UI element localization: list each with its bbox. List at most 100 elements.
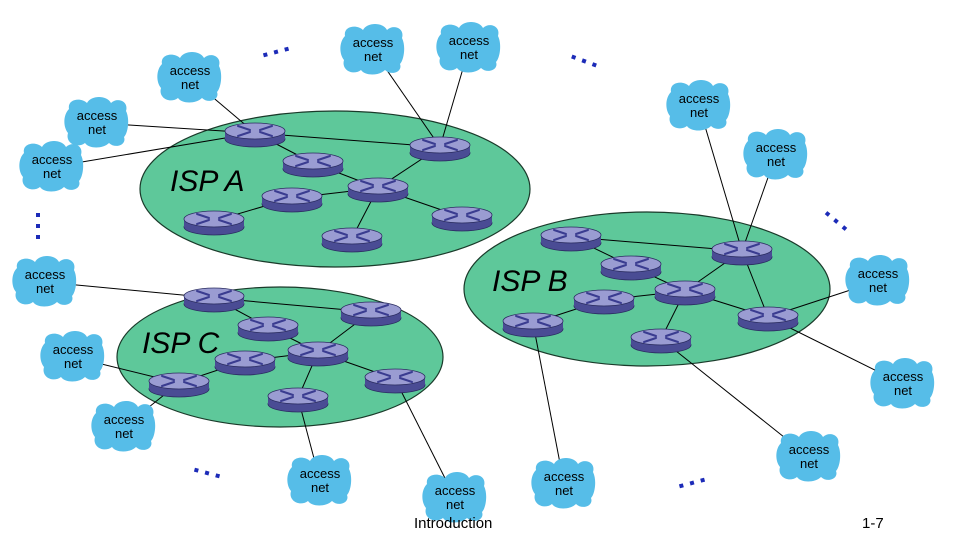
access-net-label-line1: access	[544, 469, 585, 484]
router-icon	[148, 372, 210, 398]
access-net-label-line2: net	[555, 483, 573, 498]
access-net-label-line2: net	[88, 122, 106, 137]
footer-page-number: 1-7	[862, 515, 884, 532]
access-net-label-line2: net	[894, 383, 912, 398]
access-net-label-line2: net	[36, 281, 54, 296]
access-net-label-line1: access	[170, 63, 211, 78]
access-net-label-line1: access	[679, 91, 720, 106]
ellipsis-indicator	[824, 211, 848, 231]
access-net-label-line2: net	[364, 49, 382, 64]
access-net-label-line1: access	[789, 442, 830, 457]
access-net-label-line2: net	[460, 47, 478, 62]
router-icon	[540, 226, 602, 252]
network-link	[51, 132, 256, 168]
ellipsis-indicator	[678, 477, 706, 489]
router-icon	[340, 301, 402, 327]
access-net-label-line2: net	[115, 426, 133, 441]
router-icon	[347, 177, 409, 203]
router-icon	[282, 152, 344, 178]
network-link	[698, 105, 743, 252]
access-net-cloud-icon	[40, 331, 105, 382]
access-net-label-line2: net	[767, 154, 785, 169]
access-net-label-line2: net	[446, 497, 464, 512]
access-net-label-line2: net	[311, 480, 329, 495]
access-net-label-line1: access	[77, 108, 118, 123]
access-net-cloud-icon	[91, 401, 156, 452]
access-net-cloud-icon	[666, 80, 731, 131]
router-icon	[737, 306, 799, 332]
isp-c-label: ISP C	[142, 327, 220, 360]
access-net-label-line2: net	[690, 105, 708, 120]
access-net-label-line1: access	[300, 466, 341, 481]
isp-a-label: ISP A	[170, 165, 244, 198]
access-net-label-line2: net	[800, 456, 818, 471]
router-icon	[237, 316, 299, 342]
isp-b-label: ISP B	[492, 265, 568, 298]
router-icon	[654, 280, 716, 306]
access-net-cloud-icon	[870, 358, 935, 409]
access-net-label-line1: access	[435, 483, 476, 498]
router-icon	[183, 287, 245, 313]
access-net-label-line2: net	[181, 77, 199, 92]
ellipsis-dots	[36, 46, 848, 489]
access-net-label-line1: access	[53, 342, 94, 357]
router-icon	[267, 387, 329, 413]
router-icon	[409, 136, 471, 162]
ellipsis-indicator	[571, 54, 597, 68]
access-net-cloud-icon	[845, 255, 910, 306]
access-net-cloud-icon	[340, 24, 405, 75]
router-icon	[711, 240, 773, 266]
access-net-label-line2: net	[869, 280, 887, 295]
access-net-cloud-icon	[157, 52, 222, 103]
footer-title: Introduction	[414, 515, 493, 532]
ellipsis-indicator	[36, 213, 40, 239]
router-icon	[431, 206, 493, 232]
access-net-cloud-icon	[436, 22, 501, 73]
access-net-label-line2: net	[43, 166, 61, 181]
router-icon	[261, 187, 323, 213]
router-icon	[183, 210, 245, 236]
isp-labels: ISP A ISP B ISP C	[142, 165, 568, 360]
router-icon	[630, 328, 692, 354]
access-networks: accessnetaccessnetaccessnetaccessnetacce…	[12, 22, 935, 523]
access-net-cloud-icon	[12, 256, 77, 307]
access-net-label-line1: access	[25, 267, 66, 282]
access-net-cloud-icon	[531, 458, 596, 509]
access-net-cloud-icon	[776, 431, 841, 482]
access-net-label-line2: net	[64, 356, 82, 371]
network-link	[254, 132, 441, 148]
isp-regions	[116, 110, 831, 428]
access-net-cloud-icon	[287, 455, 352, 506]
router-icon	[364, 368, 426, 394]
access-net-label-line1: access	[883, 369, 924, 384]
routers	[148, 122, 799, 413]
access-net-cloud-icon	[19, 141, 84, 192]
access-net-label-line1: access	[858, 266, 899, 281]
ellipsis-indicator	[193, 467, 221, 479]
router-icon	[287, 341, 349, 367]
access-net-cloud-icon	[422, 472, 487, 523]
access-net-cloud-icon	[743, 129, 808, 180]
router-icon	[600, 255, 662, 281]
access-net-label-line1: access	[756, 140, 797, 155]
router-icon	[214, 350, 276, 376]
access-net-label-line1: access	[353, 35, 394, 50]
router-icon	[573, 289, 635, 315]
ellipsis-indicator	[262, 46, 290, 58]
access-net-label-line1: access	[449, 33, 490, 48]
